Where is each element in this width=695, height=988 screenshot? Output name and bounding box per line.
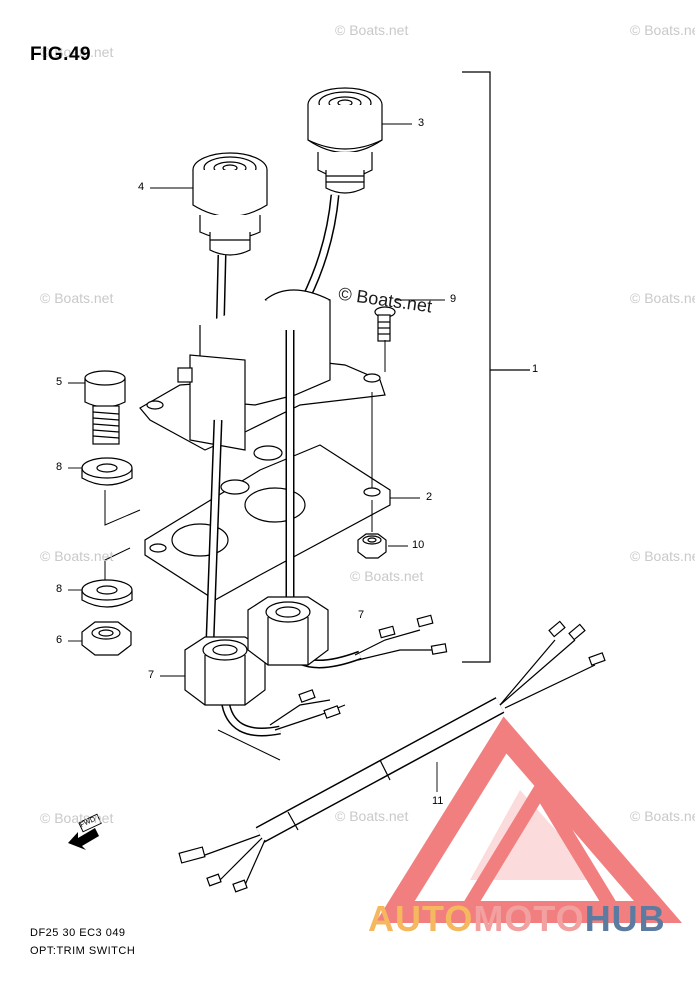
callout-4: 4	[138, 181, 145, 193]
watermark: © Boats.net	[335, 22, 409, 38]
watermark: © Boats.net	[630, 22, 695, 38]
gasket-plate-2	[144, 444, 391, 601]
switch-cables	[205, 330, 362, 737]
watermark: © Boats.net	[630, 290, 695, 306]
watermark: © Boats.net	[630, 808, 695, 824]
figure-title: FIG.49	[30, 44, 92, 65]
wiring-harness-11	[178, 620, 606, 893]
callout-2: 2	[426, 491, 433, 503]
pigtail-connectors	[269, 614, 448, 731]
watermark: © Boats.net	[630, 548, 695, 564]
forward-arrow-icon	[68, 813, 102, 850]
washer-8	[81, 457, 133, 608]
assembly-bracket	[462, 71, 530, 663]
watermark: © Boats.net	[40, 548, 114, 564]
figure-name: OPT:TRIM SWITCH	[30, 945, 136, 957]
watermark: © Boats.net	[40, 810, 114, 826]
watermark: © Boats.net	[350, 568, 424, 584]
logo-part-moto: MOTO	[473, 898, 585, 939]
callout-8: 8	[56, 583, 63, 595]
nut-6	[81, 621, 132, 656]
callout-5: 5	[56, 376, 63, 388]
watermark: © Boats.net	[40, 44, 114, 60]
cable-nut-7	[184, 596, 329, 706]
screw-9	[374, 306, 396, 342]
callout-10: 10	[412, 539, 425, 551]
callout-6: 6	[56, 634, 63, 646]
watermark: © Boats.net	[40, 290, 114, 306]
callout-3: 3	[418, 117, 425, 129]
figure-code: DF25 30 EC3 049	[30, 927, 126, 939]
nut-10	[357, 533, 387, 559]
automotohub-logo-mark	[375, 716, 683, 923]
bolt-5	[84, 370, 126, 445]
callout-9: 9	[450, 293, 457, 305]
callout-1: 1	[532, 363, 539, 375]
logo-part-hub: HUB	[584, 898, 666, 939]
callout-8: 8	[56, 461, 63, 473]
callout-7: 7	[358, 609, 365, 621]
callout-leaders	[68, 123, 445, 792]
callout-7: 7	[148, 669, 155, 681]
automotohub-logo: AUTOMOTOHUB	[368, 898, 666, 940]
watermark: © Boats.net	[335, 808, 409, 824]
callout-11: 11	[432, 795, 444, 807]
logo-part-auto: AUTO	[368, 898, 474, 939]
mounting-bracket	[139, 289, 386, 451]
alignment-lines	[104, 340, 386, 761]
